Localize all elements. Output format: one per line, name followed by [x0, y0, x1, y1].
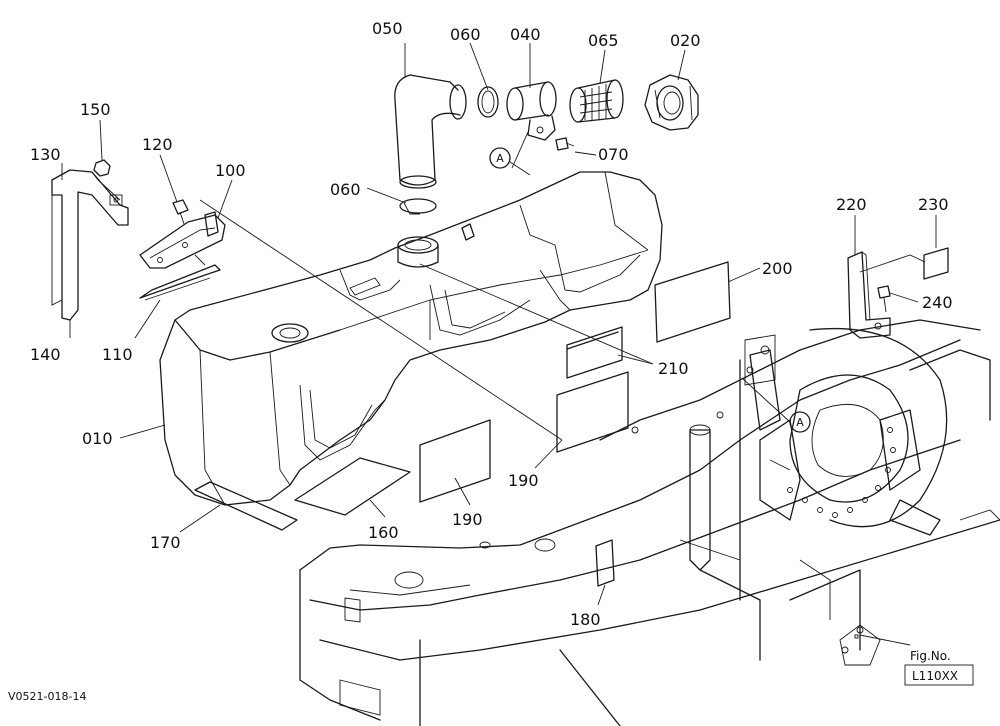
callout-150: 150: [80, 100, 111, 119]
callout-200: 200: [762, 259, 793, 278]
callout-070: 070: [598, 145, 629, 164]
callout-050: 050: [372, 19, 403, 38]
tractor-frame: [299, 319, 1000, 726]
fuel-tank: [159, 171, 663, 506]
support-bracket: [847, 251, 891, 339]
ref-a-label: A: [496, 152, 504, 165]
callout-130: 130: [30, 145, 61, 164]
callout-040: 040: [510, 25, 541, 44]
callout-060-upper: 060: [450, 25, 481, 44]
callout-190-right: 190: [508, 471, 539, 490]
reference-a-frame: A: [789, 411, 811, 433]
callout-230: 230: [918, 195, 949, 214]
fig-no-label: Fig.No.: [910, 649, 951, 663]
callout-100: 100: [215, 161, 246, 180]
filler-hose: [394, 74, 699, 215]
drawing-code: V0521-018-14: [8, 690, 86, 703]
leader-lines: [61, 42, 937, 646]
part-callouts: 050 060 040 065 020 070 150 120 100 130 …: [30, 19, 953, 629]
strap-bracket: [51, 159, 129, 321]
callout-210: 210: [658, 359, 689, 378]
callout-065: 065: [588, 31, 619, 50]
callout-140: 140: [30, 345, 61, 364]
tank-bracket: [139, 199, 226, 301]
reference-a-top: A: [489, 147, 511, 169]
callout-020: 020: [670, 31, 701, 50]
figure-info: Fig.No. L110XX V0521-018-14: [8, 649, 974, 703]
callout-190-left: 190: [452, 510, 483, 529]
callout-120: 120: [142, 135, 173, 154]
callout-220: 220: [836, 195, 867, 214]
decals: [194, 247, 949, 587]
callout-170: 170: [150, 533, 181, 552]
callout-240: 240: [922, 293, 953, 312]
callout-060-lower: 060: [330, 180, 361, 199]
callout-180: 180: [570, 610, 601, 629]
callout-010: 010: [82, 429, 113, 448]
callout-110: 110: [102, 345, 133, 364]
fig-number: L110XX: [912, 669, 958, 683]
ref-a-label: A: [796, 416, 804, 429]
callout-160: 160: [368, 523, 399, 542]
